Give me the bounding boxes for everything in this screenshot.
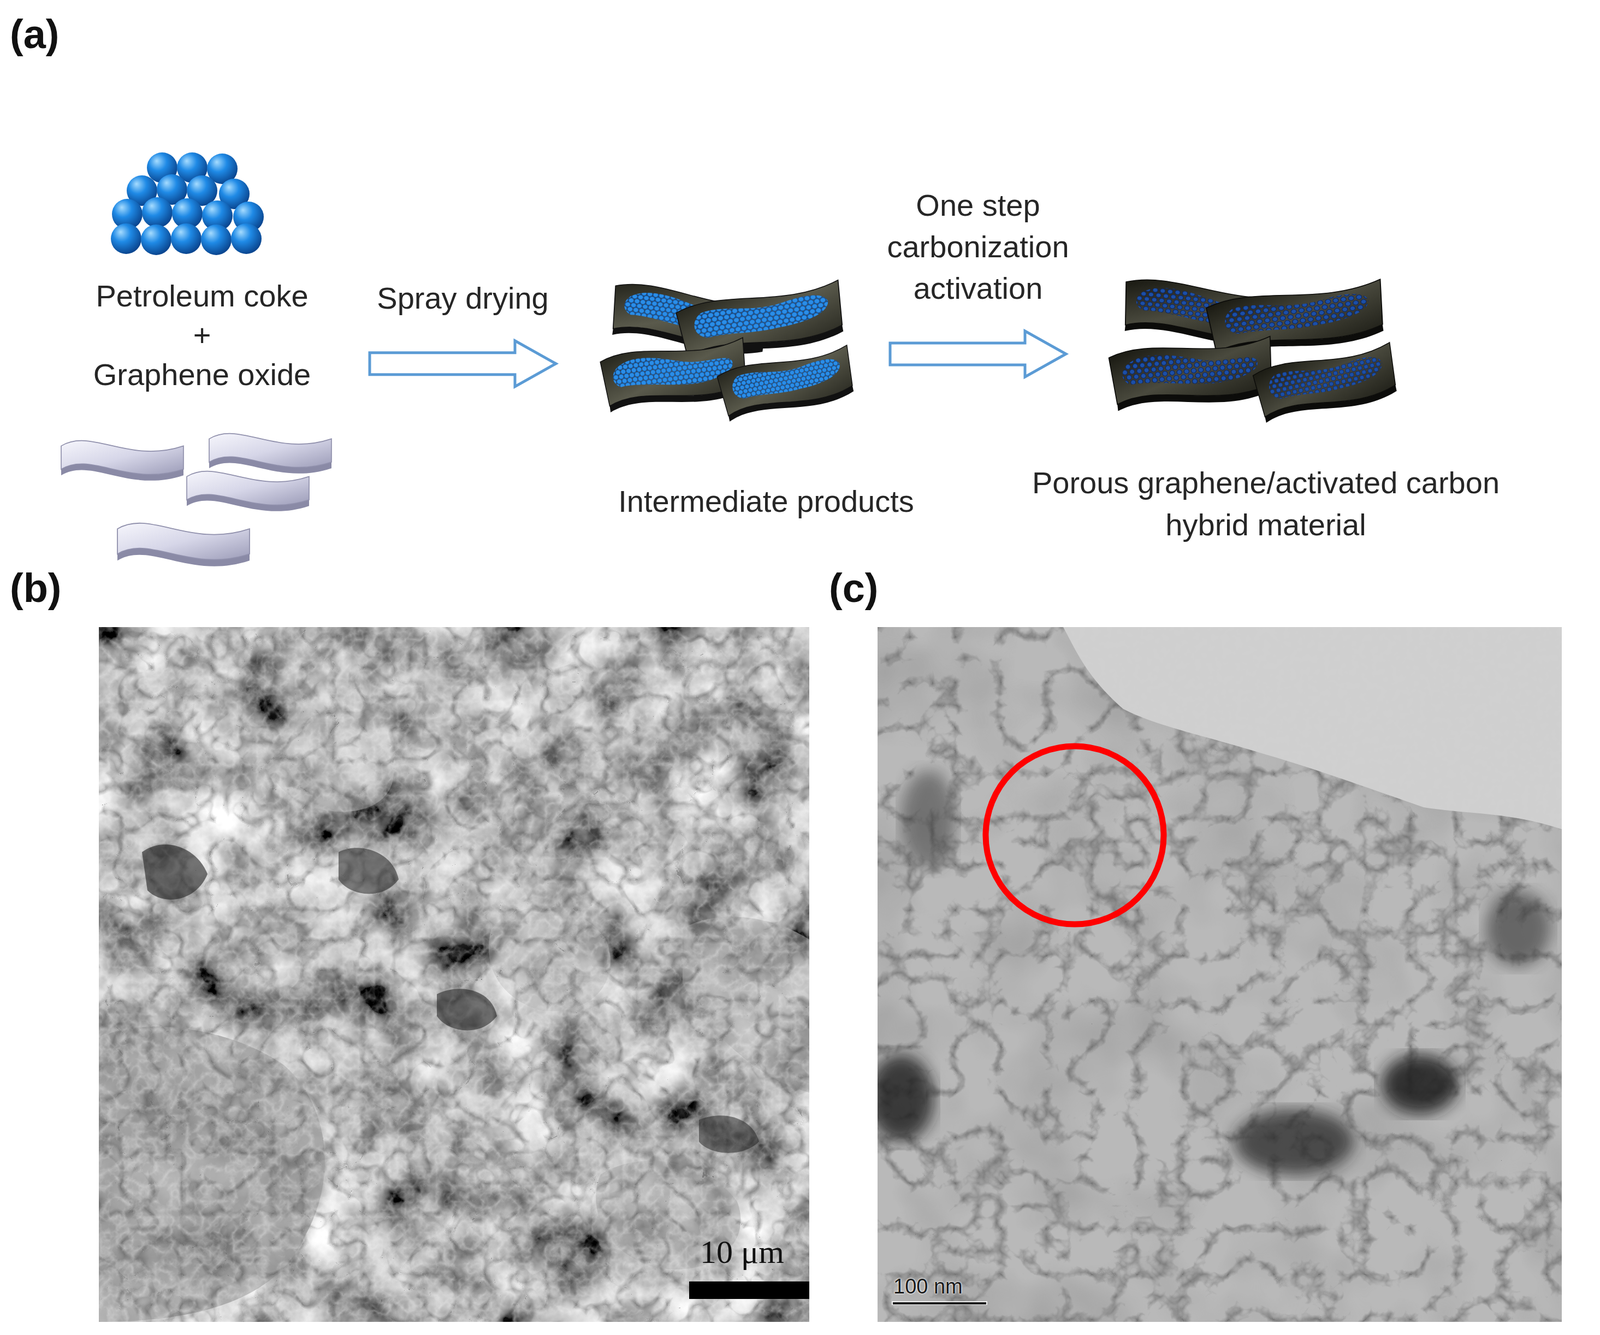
sheet-with-particles-part (1266, 351, 1386, 404)
process-stage: Porous graphene/activated carbon hybrid … (992, 260, 1539, 553)
sem-image-part (141, 844, 208, 900)
tem-image-part-part (901, 769, 956, 869)
sem-image-part (338, 847, 399, 894)
sem-image-part (98, 626, 810, 1322)
scale-bar (892, 1301, 987, 1305)
tem-image-part-part (877, 1053, 934, 1142)
product-figure (1104, 260, 1398, 440)
sheet-with-particles-part (1223, 288, 1372, 339)
scale-label: 100 nm (893, 1275, 963, 1297)
petroleum-coke-spheres-part (140, 224, 172, 256)
graphene-oxide-sheets (61, 433, 332, 567)
tem-image-part-part (1381, 1053, 1459, 1114)
petroleum-coke-spheres-part (200, 224, 232, 256)
stage-text: + (49, 315, 355, 355)
highlight-circle (985, 745, 1164, 924)
hollow-arrow (369, 340, 556, 387)
hollow-arrow (890, 330, 1066, 377)
tem-image-part (877, 626, 1562, 1322)
petroleum-coke-spheres-part (110, 223, 142, 254)
tem-image-part-part (877, 626, 1562, 1322)
tem-image-part (877, 626, 1562, 1322)
sheet-with-particles-part (611, 345, 736, 395)
arrow-label: Spray drying (376, 277, 549, 319)
sheet-with-particles-part (1252, 341, 1402, 426)
sem-image-part (698, 1115, 760, 1153)
tem-image-part-part (1234, 1108, 1355, 1175)
tem-image-part-part (1485, 890, 1551, 967)
sem-image-part (436, 988, 497, 1030)
graphene-oxide-sheets-part (61, 440, 184, 481)
stage-label: Porous graphene/activated carbon hybrid … (1009, 461, 1523, 546)
process-stage: Intermediate products (585, 267, 947, 528)
scale-bar (689, 1281, 810, 1299)
panel-letter: (c) (828, 567, 879, 609)
tem-image-part-part (877, 626, 1562, 1322)
stage-label: Petroleum coke+Graphene oxide (49, 276, 355, 395)
sheet-with-particles (716, 344, 858, 424)
tem-image-part (877, 626, 1562, 1322)
scale-bar-halo (891, 1300, 988, 1305)
petroleum-coke-spheres (110, 152, 264, 256)
sheet-with-particles-part (1108, 335, 1277, 414)
sem-image (98, 626, 810, 1322)
petroleum-coke-spheres-part (230, 223, 262, 254)
petroleum-coke-spheres-part (170, 223, 202, 254)
sem-image-part (98, 626, 810, 1322)
sheet-with-particles-part (691, 289, 832, 343)
stage-label: Intermediate products (591, 481, 941, 521)
process-stage: Petroleum coke+Graphene oxide (43, 147, 361, 596)
panel-letter: (a) (9, 14, 59, 55)
stage-text: Intermediate products (591, 481, 941, 521)
arrow-label: One step carbonization activation (868, 184, 1088, 310)
sheet-with-particles (1252, 341, 1402, 426)
stage-text: Graphene oxide (49, 354, 355, 395)
graphene-oxide-sheets-part (209, 433, 332, 474)
intermediate-figure (594, 267, 852, 427)
graphene-oxide-sheets-part (117, 523, 250, 567)
scale-label: 10 μm (700, 1235, 785, 1268)
sheet-with-particles-part (1120, 344, 1260, 393)
sheet-with-particles-part (716, 344, 858, 424)
sheet-with-particles (1108, 335, 1277, 414)
panel-letter: (b) (9, 567, 62, 609)
stage-text: Petroleum coke (49, 276, 355, 316)
graphene-oxide-sheets-part (186, 471, 310, 512)
sem-image-part (98, 626, 810, 1322)
stage-text: Porous graphene/activated carbon hybrid … (1009, 461, 1523, 546)
sheet-with-particles-part (730, 353, 844, 403)
sem-image-part (98, 626, 810, 1322)
tem-image (877, 626, 1562, 1322)
tem-image-part-part (877, 626, 1562, 1322)
petroleum-coke-spheres-part (141, 197, 173, 228)
